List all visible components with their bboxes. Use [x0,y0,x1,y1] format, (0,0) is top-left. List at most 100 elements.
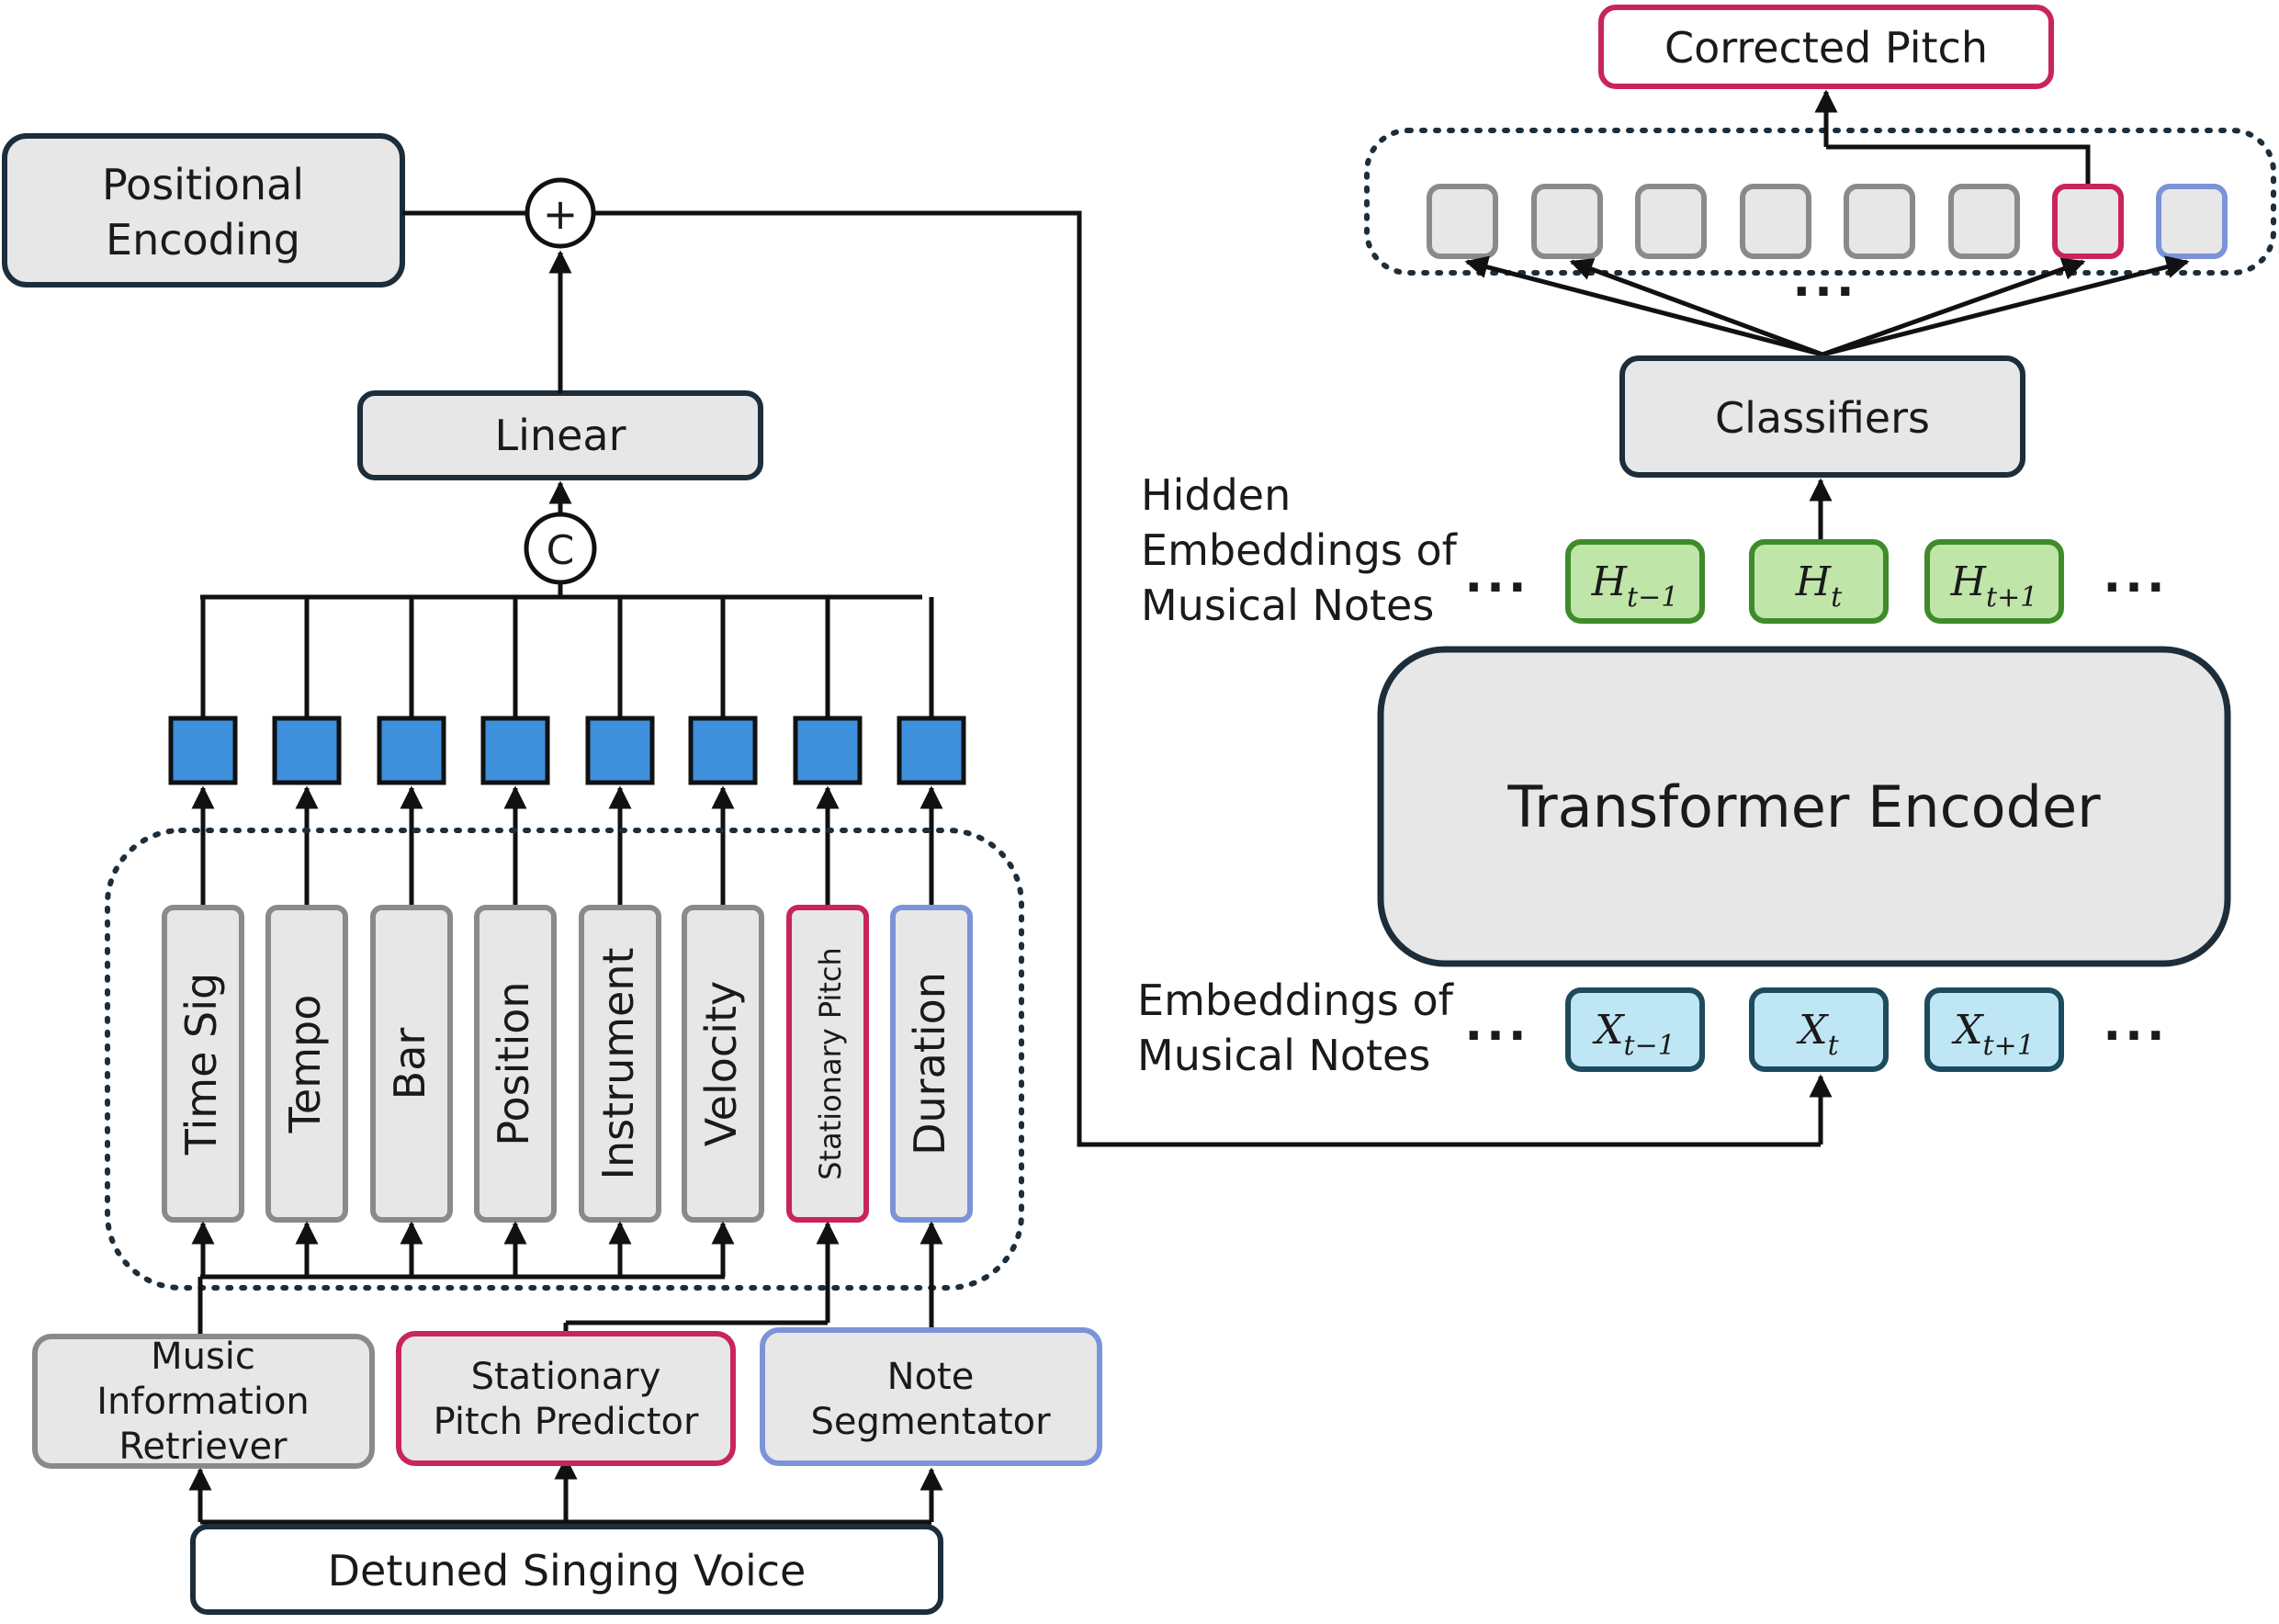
fan-arrow-1 [1464,255,1823,357]
feature-embedding-tempo [272,716,342,785]
embeddings-label: Embeddings of Musical Notes [1137,976,1455,1080]
feature-label-position: Position [489,981,538,1145]
feature-column-bar: Bar [370,597,453,1277]
class-square-6 [1948,184,2020,259]
input-block: Detuned Singing Voice [190,1524,943,1615]
positional-route [593,210,1833,1147]
feature-bar-velocity [682,905,764,1223]
positional-encoding-block: Positional Encoding [2,133,405,288]
feature-embedding-stationary-pitch [793,716,863,785]
ns-line2: Segmentator [810,1401,1051,1443]
feature-column-instrument: Instrument [579,597,661,1277]
feature-column-velocity: Velocity [682,597,764,1277]
feature-embedding-instrument [585,716,655,785]
feature-column-duration: Duration [890,597,973,1223]
hidden-node-label-1: Ht−1 [1591,558,1679,614]
positional-encoding-line1: Positional [102,160,304,209]
stationary-pitch-predictor-block: Stationary Pitch Predictor [396,1331,736,1466]
feature-embedding-velocity [688,716,758,785]
feature-label-tempo: Tempo [280,995,330,1134]
feature-column-position: Position [474,597,557,1277]
feature-label-instrument: Instrument [593,947,643,1179]
mir-line2: Information [96,1381,310,1423]
feature-bar-duration [890,905,973,1223]
transformer-encoder-block: Transformer Encoder [1377,646,2231,967]
feature-label-velocity: Velocity [696,981,746,1146]
embed-ellipsis-left: ... [1464,997,1529,1052]
feature-embedding-bar [377,716,446,785]
hidden-node-label-2: Ht [1795,558,1843,614]
add-symbol: + [543,189,579,239]
class-ellipsis: ... [1792,253,1857,308]
class-vector-border [1364,128,2276,276]
add-node: + [525,177,596,249]
feature-label-bar: Bar [385,1028,434,1100]
hidden-nodes: Ht−1 Ht Ht+1 [1565,539,2064,624]
class-square-1 [1427,184,1498,259]
output-connector [1814,89,2091,184]
feature-embedding-duration [897,716,966,785]
spp-line1: Stationary [471,1356,661,1398]
feature-column-stationary-pitch: Stationary Pitch [786,597,869,1223]
class-square-7 [2052,184,2124,259]
embedding-node-1: Xt−1 [1565,987,1705,1072]
fan-arrow-3 [1822,257,2086,357]
note-segmentator-block: Note Segmentator [760,1327,1102,1466]
output-label: Corrected Pitch [1664,23,1988,73]
feature-embedding-time-sig [168,716,238,785]
output-block: Corrected Pitch [1598,5,2054,89]
embedding-node-box-3 [1924,987,2064,1072]
concat-symbol: C [547,527,575,574]
embedding-node-box-2 [1749,987,1889,1072]
classifiers-block: Classifiers [1619,355,2025,478]
feature-bar-instrument [579,905,661,1223]
feature-group-border [105,828,1024,1291]
classifiers-label: Classifiers [1715,393,1930,443]
class-square-2 [1531,184,1603,259]
fan-arrow-4 [1822,255,2190,357]
spp-line2: Pitch Predictor [434,1401,699,1443]
concat-node: C [524,512,597,585]
hidden-node-2: Ht [1749,539,1889,624]
hidden-node-label-3: Ht+1 [1950,558,2038,614]
feature-label-stationary-pitch: Stationary Pitch [813,947,848,1180]
embedding-nodes: Xt−1 Xt Xt+1 [1565,987,2064,1072]
class-square-4 [1740,184,1811,259]
transformer-label: Transformer Encoder [1506,773,2101,840]
positional-encoding-line2: Encoding [106,215,300,265]
hidden-ellipsis-right: ... [2103,548,2168,603]
embedding-node-label-1: Xt−1 [1592,1007,1675,1062]
feature-bar-tempo [265,905,348,1223]
hidden-node-box-1 [1565,539,1705,624]
linear-block: Linear [357,390,763,480]
left-upper-connections [200,210,922,600]
embedding-node-3: Xt+1 [1924,987,2064,1072]
linear-label: Linear [495,411,626,460]
music-information-retriever-block: Music Information Retriever [32,1334,375,1469]
feature-embedding-position [480,716,550,785]
class-square-5 [1844,184,1915,259]
feature-bar-stationary-pitch [786,905,869,1223]
embedding-node-box-1 [1565,987,1705,1072]
hidden-label-line3: Musical Notes [1141,581,1434,630]
feature-bar-time-sig [162,905,244,1223]
hidden-label-line2: Embeddings of [1141,525,1459,575]
embedding-node-label-3: Xt+1 [1951,1007,2035,1062]
fan-arrow-2 [1569,258,1823,357]
hidden-node-1: Ht−1 [1565,539,1705,624]
ns-line1: Note [887,1356,975,1398]
hidden-node-box-2 [1749,539,1889,624]
feature-column-tempo: Tempo [265,597,348,1277]
feature-label-duration: Duration [905,972,954,1156]
embedding-node-label-2: Xt [1796,1007,1839,1062]
hidden-node-box-3 [1924,539,2064,624]
input-label: Detuned Singing Voice [328,1546,807,1596]
hidden-label-line1: Hidden [1141,470,1291,520]
embed-label-line2: Musical Notes [1137,1031,1430,1080]
mir-line3: Retriever [118,1426,288,1468]
feature-column-time-sig: Time Sig [162,597,244,1277]
classifier-fan-arrows [1464,255,2190,357]
feature-bar-bar [370,905,453,1223]
